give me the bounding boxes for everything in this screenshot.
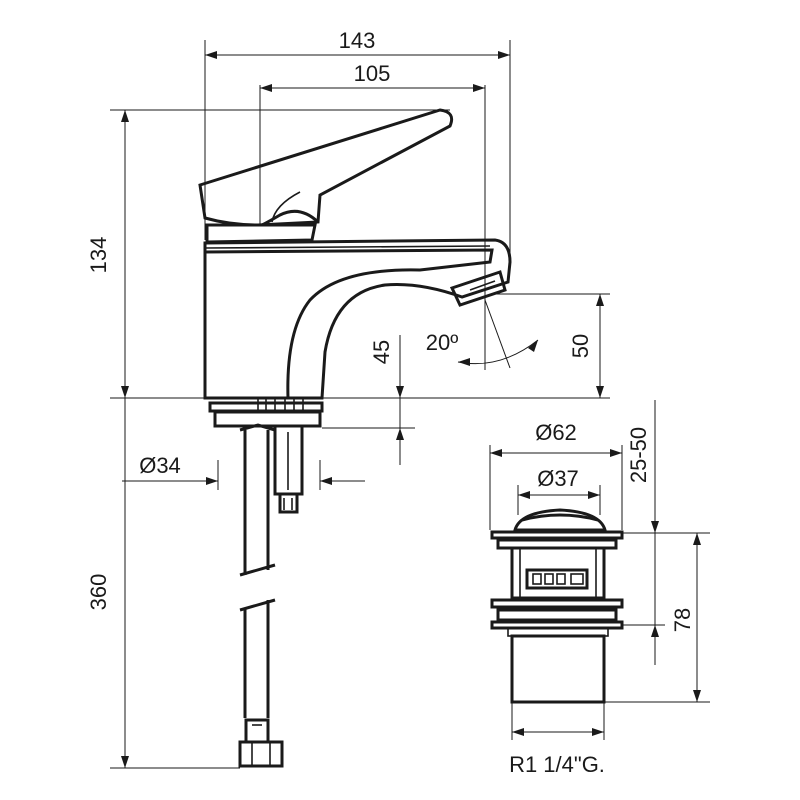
- dim-height: 134: [86, 237, 111, 274]
- lever-handle: [198, 108, 454, 227]
- dim-waste-thread: R1 1/4"G.: [509, 752, 605, 777]
- waste-lock-nut: [496, 608, 618, 622]
- dim-spout-reach: 105: [354, 61, 391, 86]
- waste-cap: [513, 508, 607, 532]
- cartridge-cap: [205, 223, 317, 244]
- aerator: [449, 270, 507, 307]
- waste-body: [510, 546, 606, 600]
- dim-waste-cap-diameter: Ø37: [537, 466, 579, 491]
- dim-hose-length: 360: [86, 574, 111, 611]
- dim-waste-height: 78: [670, 608, 695, 632]
- waste-dimension-lines: [489, 400, 710, 740]
- faucet-body: [203, 238, 512, 400]
- dim-pivot-height: 45: [369, 340, 394, 364]
- faucet-drawing: [198, 108, 512, 768]
- dim-spout-height: 50: [568, 334, 593, 358]
- waste-drawing: [490, 508, 624, 704]
- dim-shank-diameter: Ø34: [139, 453, 181, 478]
- dim-waste-flange-diameter: Ø62: [535, 420, 577, 445]
- flex-hose: [243, 430, 270, 575]
- hose-fitting: [244, 718, 270, 744]
- base-flange: [213, 410, 322, 428]
- dim-waste-thickness-range: 25-50: [626, 427, 651, 483]
- waste-top-flange: [490, 530, 624, 540]
- dim-spray-angle: 20º: [426, 330, 459, 355]
- dim-overall-width: 143: [339, 28, 376, 53]
- faucet-dimension-lines: [110, 40, 610, 769]
- waste-tail: [510, 634, 606, 704]
